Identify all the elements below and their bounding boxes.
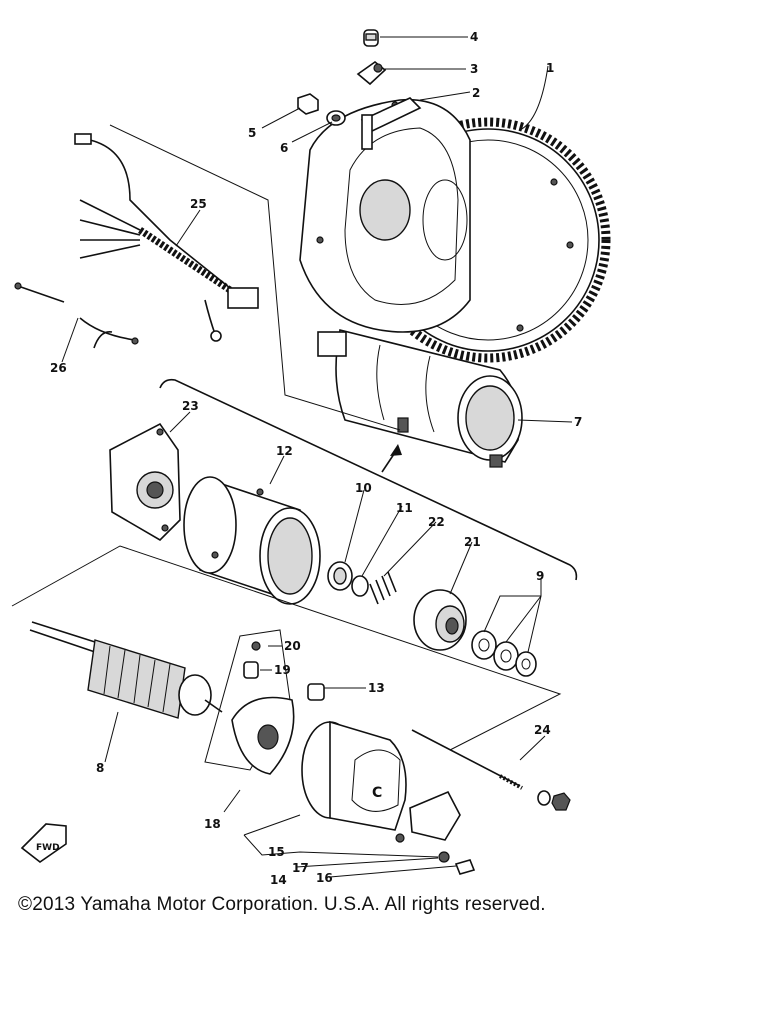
callout-12: 12 (276, 444, 293, 458)
brush-part-13 (307, 683, 325, 701)
callout-11: 11 (396, 501, 413, 515)
rear-cover-part-14: C (301, 720, 461, 843)
spring-part-20 (251, 641, 261, 651)
fwd-arrow-icon: FWD (20, 823, 67, 863)
callout-24: 24 (534, 723, 551, 737)
callout-17: 17 (292, 861, 309, 875)
fwd-label: FWD (36, 843, 60, 853)
callout-15: 15 (268, 845, 285, 859)
washer-set-part-9 (471, 630, 537, 677)
screw-part-17 (438, 851, 450, 863)
callout-8: 8 (96, 761, 104, 775)
callout-20: 20 (284, 639, 301, 653)
clip-part-3 (356, 60, 387, 86)
copyright-notice: ©2013 Yamaha Motor Corporation. U.S.A. A… (18, 894, 546, 915)
callout-25: 25 (190, 197, 207, 211)
callout-21: 21 (464, 535, 481, 549)
cap-part-4 (363, 29, 379, 47)
callout-19: 19 (274, 663, 291, 677)
callout-22: 22 (428, 515, 445, 529)
clutch-part-21 (413, 589, 467, 651)
washer-part-6 (326, 110, 346, 126)
wire-harness-part-25 (74, 133, 259, 342)
front-cover-part-23 (109, 422, 181, 542)
callout-26: 26 (50, 361, 67, 375)
through-bolt-part-24 (411, 729, 571, 811)
brush-plate-part-18 (204, 629, 295, 775)
callout-16: 16 (316, 871, 333, 885)
bushing-part-10 (327, 561, 353, 591)
callout-10: 10 (355, 481, 372, 495)
exploded-bracket (159, 378, 578, 581)
callout-1: 1 (546, 61, 554, 75)
callout-6: 6 (280, 141, 288, 155)
spring-part-22 (369, 571, 397, 605)
svg-text:C: C (372, 785, 382, 801)
exploded-parts-diagram: C FWD (11, 29, 611, 887)
callout-9: 9 (536, 569, 544, 583)
callout-leaders (61, 36, 573, 878)
ring-part-11 (351, 575, 369, 597)
callout-3: 3 (470, 62, 478, 76)
stator-housing (299, 98, 471, 333)
yoke-part-12 (183, 476, 321, 605)
callout-13: 13 (368, 681, 385, 695)
callout-14: 14 (270, 873, 287, 887)
callout-labels: 1 2 3 4 5 6 7 8 9 10 11 12 13 14 15 16 1… (50, 30, 582, 887)
callout-4: 4 (470, 30, 478, 44)
brush-part-19 (243, 661, 259, 679)
callout-23: 23 (182, 399, 199, 413)
starter-motor-assembly (317, 329, 523, 468)
screw-part-16 (454, 859, 476, 875)
clamp-part-2 (360, 97, 422, 150)
callout-2: 2 (472, 86, 480, 100)
callout-7: 7 (574, 415, 582, 429)
lead-wire-part-26 (14, 282, 139, 349)
callout-5: 5 (248, 126, 256, 140)
armature-part-8 (29, 621, 223, 719)
callout-18: 18 (204, 817, 221, 831)
bolt-part-5 (297, 93, 319, 115)
